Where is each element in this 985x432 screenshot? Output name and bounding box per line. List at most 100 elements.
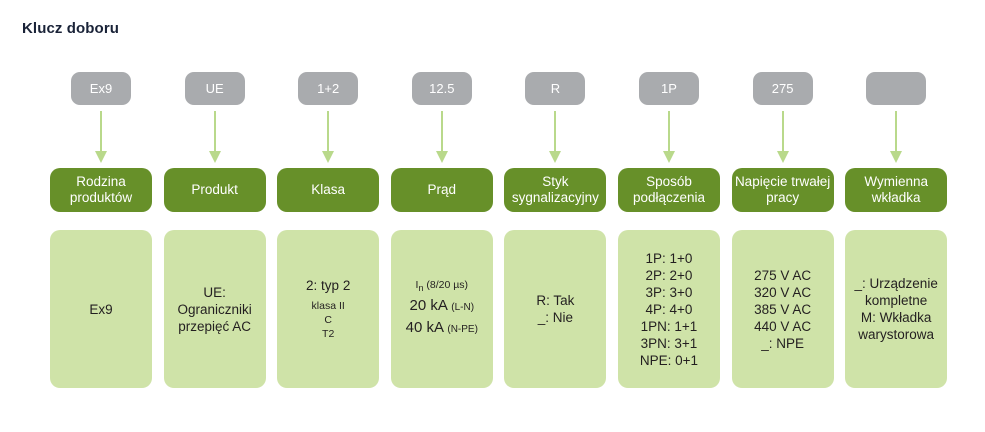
body-line: R: Tak <box>536 293 575 308</box>
column-body: R: Tak _: Nie <box>504 230 607 388</box>
down-arrow-icon <box>548 111 562 163</box>
body-line: 320 V AC <box>754 284 812 300</box>
arrow-shaft <box>895 111 898 152</box>
down-arrow-icon <box>94 111 108 163</box>
body-line: 385 V AC <box>754 301 812 317</box>
arrow-head <box>322 151 335 163</box>
body-line: Ex9 <box>89 301 113 317</box>
arrow-shaft <box>668 111 670 152</box>
column-header: Napięcie trwałej pracy <box>731 168 834 212</box>
down-arrow-icon <box>321 111 335 163</box>
down-arrow-icon <box>208 111 222 163</box>
body-line: Ograniczniki <box>177 301 252 317</box>
body-line: 4P: 4+0 <box>645 301 693 317</box>
code-pill[interactable]: 1+2 <box>298 72 359 105</box>
column-header: Produkt <box>163 168 266 212</box>
down-arrow-icon <box>662 111 676 163</box>
column-body-content: In (8/20 µs)20 kA (L-N)40 kA (N-PE) <box>404 278 480 339</box>
arrow-shaft <box>554 111 557 152</box>
column-body: In (8/20 µs)20 kA (L-N)40 kA (N-PE) <box>390 230 493 388</box>
body-line: przepięć AC <box>178 318 251 334</box>
body-line: warystorowa <box>858 327 935 342</box>
arrow-shaft <box>781 111 784 152</box>
arrow-head <box>208 151 221 163</box>
code-pill[interactable]: R <box>525 72 586 105</box>
arrow-head <box>435 151 448 163</box>
body-line: _: Nie <box>537 310 574 325</box>
code-pill[interactable]: UE <box>184 72 245 105</box>
arrow-shaft <box>440 111 443 152</box>
current-value-unit: (L-N) <box>451 301 475 313</box>
column-body: Ex9 <box>50 230 152 388</box>
body-line: 3PN: 3+1 <box>640 335 698 351</box>
body-line: 2P: 2+0 <box>645 267 693 283</box>
class-main-line: 2: typ 2 <box>306 278 351 293</box>
body-line: 440 V AC <box>754 318 812 334</box>
body-line: 3P: 3+0 <box>645 284 693 300</box>
column-body-content: 2: typ 2 klasa II C T2 <box>304 277 352 341</box>
current-symbol: I <box>415 279 419 292</box>
code-pill[interactable]: 1P <box>639 72 699 105</box>
code-pill[interactable]: Ex9 <box>71 72 131 105</box>
arrow-head <box>549 151 562 163</box>
column-body: 2: typ 2 klasa II C T2 <box>277 230 380 388</box>
body-line: 1P: 1+0 <box>645 250 693 266</box>
code-pill[interactable]: 275 <box>752 72 813 105</box>
current-label: In (8/20 µs) <box>406 278 478 295</box>
arrow-shaft <box>327 111 330 152</box>
class-standard-line: C <box>324 314 332 326</box>
body-line: _: Urządzenie <box>854 276 938 291</box>
body-line: UE: <box>203 284 226 300</box>
page-title: Klucz doboru <box>22 20 120 37</box>
column-header: Rodzina produktów <box>50 168 152 212</box>
arrow-head <box>776 151 789 163</box>
body-line: 1PN: 1+1 <box>640 318 698 334</box>
down-arrow-icon <box>776 111 790 163</box>
body-line: kompletne <box>865 293 928 308</box>
current-value: 40 kA <box>405 318 444 336</box>
current-value-row: 20 kA (L-N) <box>406 296 478 318</box>
key-column: R Styk sygnalizacyjny R: Tak _: Nie <box>504 0 607 432</box>
current-value-row: 40 kA (N-PE) <box>406 318 478 340</box>
column-body-content: R: Tak _: Nie <box>534 292 576 326</box>
body-line: NPE: 0+1 <box>639 352 699 368</box>
down-arrow-icon <box>889 111 903 163</box>
arrow-shaft <box>213 111 216 152</box>
column-header: Klasa <box>277 168 380 212</box>
column-header: Sposób podłączenia <box>618 168 720 212</box>
code-pill[interactable] <box>866 72 927 105</box>
arrow-head <box>890 151 903 163</box>
body-line: 275 V AC <box>754 267 812 283</box>
body-line: _: NPE <box>761 335 804 351</box>
current-waveform: (8/20 µs) <box>423 279 469 292</box>
column-header: Wymienna wkładka <box>845 168 948 212</box>
class-standard-line: T2 <box>322 328 335 340</box>
column-body-content: Ex9 <box>87 301 114 318</box>
column-header: Styk sygnalizacyjny <box>504 168 607 212</box>
column-header: Prąd <box>390 168 493 212</box>
body-line: M: Wkładka <box>860 310 932 325</box>
current-symbol-subscript: n <box>418 283 424 294</box>
code-pill[interactable]: 12.5 <box>411 72 472 105</box>
column-body-content: _: Urządzenie kompletne M: Wkładka warystor… <box>853 275 940 343</box>
current-value: 20 kA <box>409 296 448 314</box>
down-arrow-icon <box>435 111 449 163</box>
arrow-head <box>663 151 675 163</box>
class-standard-line: klasa II <box>311 300 345 312</box>
current-value-unit: (N-PE) <box>447 323 478 335</box>
arrow-head <box>95 151 107 163</box>
